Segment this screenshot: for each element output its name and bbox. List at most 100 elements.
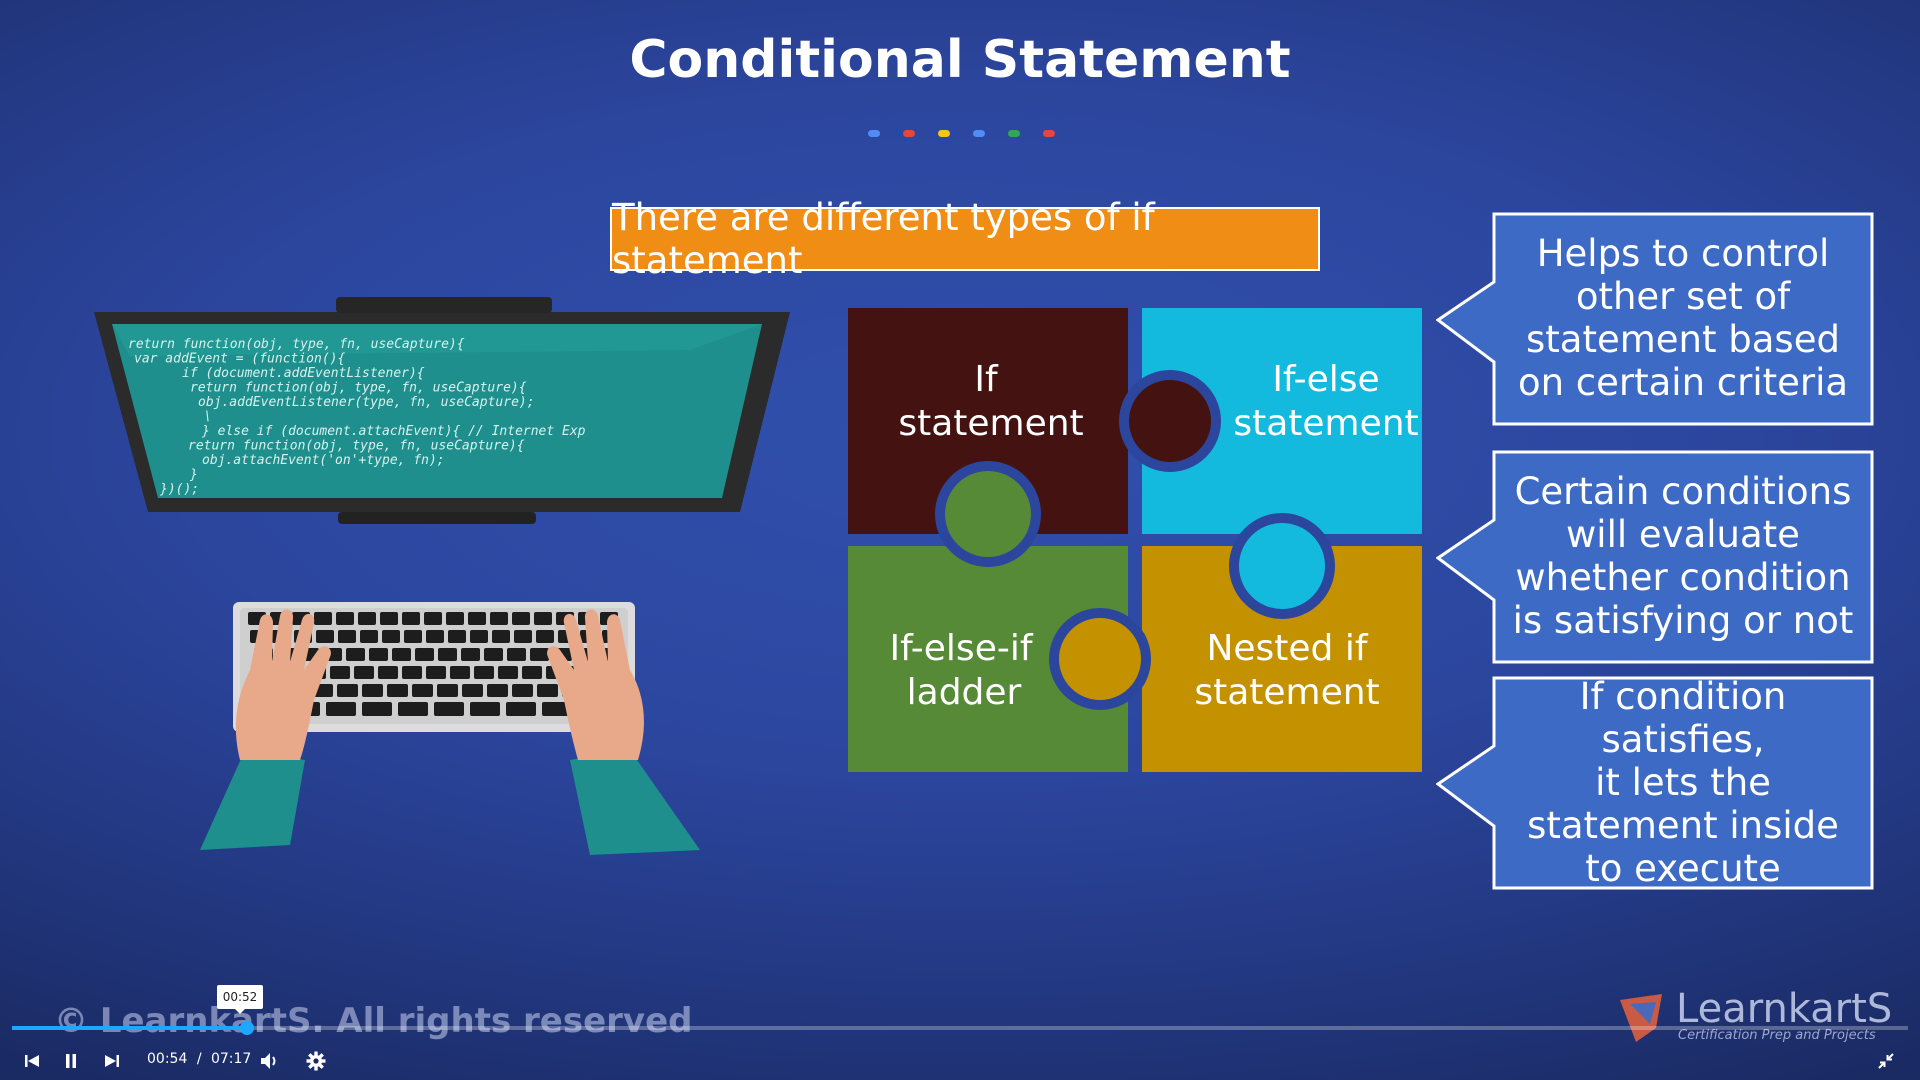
keyboard-key <box>380 612 398 625</box>
callout-box <box>1436 676 1874 890</box>
keyboard-key <box>468 612 486 625</box>
computer-illustration: return function(obj, type, fn, useCaptur… <box>94 297 790 855</box>
monitor-base <box>338 512 536 524</box>
keyboard-key <box>362 684 383 697</box>
callout-line: statement inside <box>1527 803 1839 847</box>
puzzle-knob <box>935 461 1041 567</box>
callout-1: Helps to control other set of statement … <box>1496 214 1870 422</box>
keyboard-key <box>474 666 494 679</box>
dot <box>938 130 950 137</box>
callout-line: If condition satisfies, <box>1579 674 1787 761</box>
keyboard-key <box>338 630 356 643</box>
keyboard-key <box>530 648 549 661</box>
next-button[interactable] <box>99 1048 125 1074</box>
keyboard-key <box>434 702 464 716</box>
exit-fullscreen-button[interactable] <box>1873 1048 1899 1074</box>
settings-icon <box>306 1051 326 1071</box>
callout-box <box>1436 450 1874 664</box>
keyboard-key <box>360 630 378 643</box>
callout-line: it lets the <box>1595 760 1771 804</box>
volume-button[interactable] <box>257 1048 283 1074</box>
pause-button[interactable] <box>58 1048 84 1074</box>
keyboard-key <box>462 684 483 697</box>
keyboard-key <box>337 684 358 697</box>
keyboard-key <box>426 666 446 679</box>
code-line: var addEvent = (function(){ <box>134 352 345 367</box>
keyboard-key <box>326 702 356 716</box>
piece-label: statement <box>898 403 1083 444</box>
code-line: })(); <box>159 482 199 497</box>
code-line: return function(obj, type, fn, useCaptur… <box>128 337 465 352</box>
code-line: } else if (document.attachEvent){ // Int… <box>201 424 586 439</box>
left-hand <box>200 609 331 850</box>
code-line: obj.addEventListener(type, fn, useCaptur… <box>198 395 535 410</box>
callout-3: If condition satisfies, it lets the stat… <box>1496 674 1870 890</box>
keyboard-key <box>382 630 400 643</box>
keyboard-key <box>536 630 554 643</box>
keyboard-key <box>438 648 457 661</box>
duration: 07:17 <box>210 1051 252 1067</box>
code-text: return function(obj, type, fn, useCaptur… <box>128 337 586 497</box>
progress-bar[interactable] <box>12 1026 1908 1030</box>
dot <box>903 130 915 137</box>
keyboard-key <box>487 684 508 697</box>
puzzle-knob <box>1049 608 1151 710</box>
progress-fill <box>12 1026 248 1030</box>
piece-label: If-else-if <box>889 628 1033 669</box>
keyboard-key <box>492 630 510 643</box>
previous-button[interactable] <box>19 1048 45 1074</box>
code-line: if (document.addEventListener){ <box>182 366 425 381</box>
code-line: return function(obj, type, fn, useCaptur… <box>188 439 525 454</box>
keyboard-key <box>448 630 466 643</box>
time-separator: / <box>196 1051 202 1067</box>
keyboard-key <box>424 612 442 625</box>
callout-2: Certain conditions will evaluate whether… <box>1496 452 1870 660</box>
callouts-graphic <box>1436 212 1874 890</box>
logo-name: LearnkartS <box>1676 986 1893 1032</box>
settings-button[interactable] <box>303 1048 329 1074</box>
banner-text: There are different types of if statemen… <box>612 196 1155 282</box>
callout-line: other set of <box>1575 275 1791 318</box>
keyboard-keys <box>248 612 620 716</box>
callout-line: is satisfying or not <box>1512 599 1854 642</box>
next-icon <box>105 1055 119 1067</box>
piece-label: If-else <box>1272 359 1379 400</box>
exit-fullscreen-icon <box>1878 1053 1894 1069</box>
keyboard-key <box>514 630 532 643</box>
decorative-dots <box>868 128 1055 140</box>
keyboard-key <box>330 666 350 679</box>
piece-label: statement <box>1233 403 1418 444</box>
keyboard-key <box>470 702 500 716</box>
keyboard-key <box>362 702 392 716</box>
keyboard-key <box>358 612 376 625</box>
keyboard-key <box>461 648 480 661</box>
time-display: 00:54 / 07:17 <box>147 1051 251 1067</box>
keyboard-key <box>415 648 434 661</box>
callout-box <box>1436 212 1874 426</box>
keyboard-key <box>398 702 428 716</box>
keyboard-key <box>542 702 572 716</box>
right-hand <box>547 609 700 855</box>
keyboard-key <box>346 648 365 661</box>
keyboard-key <box>446 612 464 625</box>
hover-time-tooltip: 00:52 <box>217 985 263 1014</box>
keyboard-key <box>507 648 526 661</box>
monitor-stand-back <box>336 297 552 313</box>
puzzle-knob <box>1119 370 1221 472</box>
callout-line: to execute <box>1585 846 1781 890</box>
keyboard-key <box>336 612 354 625</box>
callout-line: statement based <box>1526 318 1840 361</box>
piece-label: If <box>974 359 999 400</box>
keyboard-key <box>470 630 488 643</box>
banner: There are different types of if statemen… <box>610 196 1320 282</box>
progress-thumb[interactable] <box>240 1021 255 1035</box>
keyboard-key <box>512 684 533 697</box>
puzzle-graphic: If statement If-else statement If-else-i… <box>848 308 1422 772</box>
keyboard-key <box>537 684 558 697</box>
keyboard-key <box>490 612 508 625</box>
dot <box>973 130 985 137</box>
keyboard-key <box>512 612 530 625</box>
keyboard-key <box>314 612 332 625</box>
slide-title: Conditional Statement <box>629 30 1291 90</box>
